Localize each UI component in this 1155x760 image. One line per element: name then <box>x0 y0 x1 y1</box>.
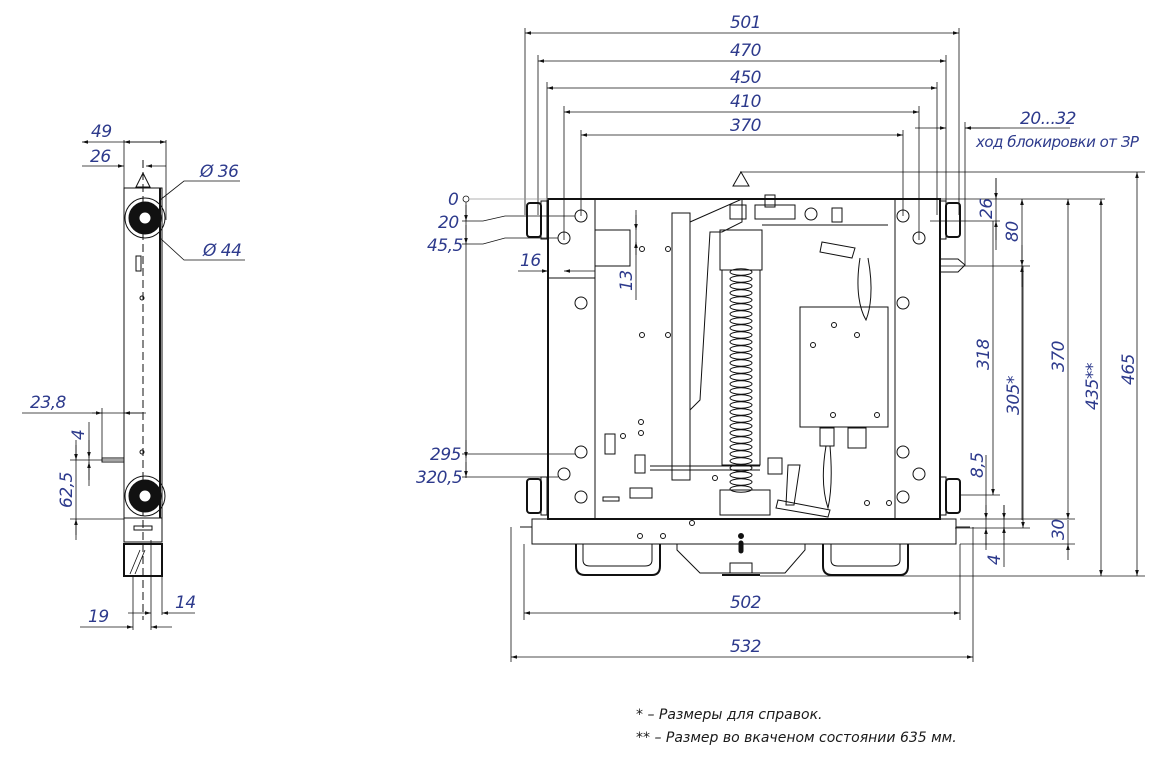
spring-coil <box>729 450 753 458</box>
interlock-travel-label: ход блокировки от ЗР <box>975 133 1140 151</box>
dim-435: 435** <box>1083 363 1103 410</box>
dim-23-8: 23,8 <box>30 393 67 413</box>
spring-coil <box>729 387 753 395</box>
compression-spring <box>729 268 753 493</box>
dim-465: 465 <box>1119 354 1139 385</box>
spring-coil <box>729 422 753 430</box>
spring-housing <box>719 229 763 271</box>
dim-49: 49 <box>91 122 112 142</box>
dim-0: 0 <box>448 190 458 210</box>
side-base <box>123 517 163 543</box>
dim-4-right: 4 <box>985 555 1005 565</box>
spring-coil <box>729 464 753 472</box>
side-bottom-wheel <box>124 475 166 517</box>
spring-coil <box>729 457 753 465</box>
spring-coil <box>729 408 753 416</box>
spring-coil <box>729 310 753 318</box>
spring-coil <box>729 373 753 381</box>
front-view: 501 470 450 410 370 20...32 ход блокиров <box>416 13 1145 662</box>
spring-coil <box>729 485 753 493</box>
dim-450: 450 <box>730 68 761 88</box>
wheel-bottom-right <box>939 476 961 516</box>
side-triangle-mark <box>135 171 151 188</box>
spring-coil <box>729 415 753 423</box>
side-handle <box>123 543 163 577</box>
right-dimensions: 26 80 318 305* 370 435** 465 <box>740 171 1145 577</box>
dim-502: 502 <box>730 593 761 613</box>
frame-holes <box>557 209 926 504</box>
wheel-top-right <box>939 200 961 240</box>
spring-coil <box>729 331 753 339</box>
dim-318: 318 <box>974 338 994 370</box>
note-reference-dims: * – Размеры для справок. <box>636 707 822 723</box>
spring-coil <box>729 443 753 451</box>
spring-coil <box>729 380 753 388</box>
spring-coil <box>729 394 753 402</box>
dim-80: 80 <box>1003 221 1023 242</box>
dim-20-left: 20 <box>438 213 459 233</box>
spring-coil <box>729 289 753 297</box>
dim-501: 501 <box>730 13 761 33</box>
bottom-lock <box>676 543 806 574</box>
dim-62-5: 62,5 <box>57 472 77 508</box>
dim-295: 295 <box>430 445 461 465</box>
auxiliary-box <box>799 306 889 428</box>
spring-coil <box>729 436 753 444</box>
spring-coil <box>729 429 753 437</box>
dim-19: 19 <box>88 607 109 627</box>
dim-45-5: 45,5 <box>427 236 463 256</box>
dim-13: 13 <box>617 270 637 291</box>
spring-coil <box>729 324 753 332</box>
spring-coil <box>729 303 753 311</box>
spring-coil <box>729 275 753 283</box>
spring-coil <box>729 359 753 367</box>
dim-470: 470 <box>730 41 761 61</box>
spring-coil <box>729 471 753 479</box>
notes: * – Размеры для справок. ** – Размер во … <box>636 707 957 746</box>
spring-coil <box>729 282 753 290</box>
dim-410: 410 <box>730 92 761 112</box>
spring-coil <box>729 366 753 374</box>
interlock-pin <box>939 258 966 273</box>
handle-left <box>575 544 661 576</box>
spring-coil <box>729 478 753 486</box>
dim-20-32: 20...32 <box>1020 109 1076 129</box>
dim-8-5: 8,5 <box>968 452 988 478</box>
wheel-bottom-left <box>526 476 548 516</box>
spring-coil <box>729 338 753 346</box>
handle-right <box>822 544 909 576</box>
dim-30: 30 <box>1049 519 1069 540</box>
side-top-wheel <box>124 197 166 239</box>
linkage-arm-top <box>819 241 856 259</box>
spring-coil <box>729 345 753 353</box>
dim-4-side: 4 <box>69 430 89 440</box>
dim-14: 14 <box>175 593 196 613</box>
front-triangle-mark <box>732 170 750 187</box>
spring-coil <box>729 401 753 409</box>
dim-26: 26 <box>90 147 111 167</box>
bottom-dimensions: 502 532 <box>510 527 974 662</box>
dim-dia-36: Ø 36 <box>199 162 239 182</box>
wheel-top-left <box>526 200 548 240</box>
dim-370-right: 370 <box>1049 341 1069 372</box>
bottom-rail <box>531 518 957 545</box>
spring-coil <box>729 296 753 304</box>
left-dimensions: 0 20 45,5 16 13 295 320,5 <box>416 190 638 488</box>
dim-320-5: 320,5 <box>416 468 462 488</box>
side-view: 49 26 Ø 36 Ø 44 23,8 4 62,5 19 <box>22 122 245 630</box>
dim-532: 532 <box>730 637 761 657</box>
dim-16: 16 <box>520 251 541 271</box>
dim-305: 305* <box>1004 376 1024 415</box>
spring-coil <box>729 317 753 325</box>
note-racked-in-dim: ** – Размер во вкаченом состоянии 635 мм… <box>636 730 957 746</box>
dim-370-top: 370 <box>730 116 761 136</box>
dim-dia-44: Ø 44 <box>202 241 241 261</box>
spring-coil <box>729 352 753 360</box>
top-dimensions: 501 470 450 410 370 20...32 ход блокиров <box>524 13 1140 265</box>
dim-26-right: 26 <box>977 198 997 219</box>
vertical-bracket <box>671 212 691 481</box>
spring-coil <box>729 268 753 276</box>
